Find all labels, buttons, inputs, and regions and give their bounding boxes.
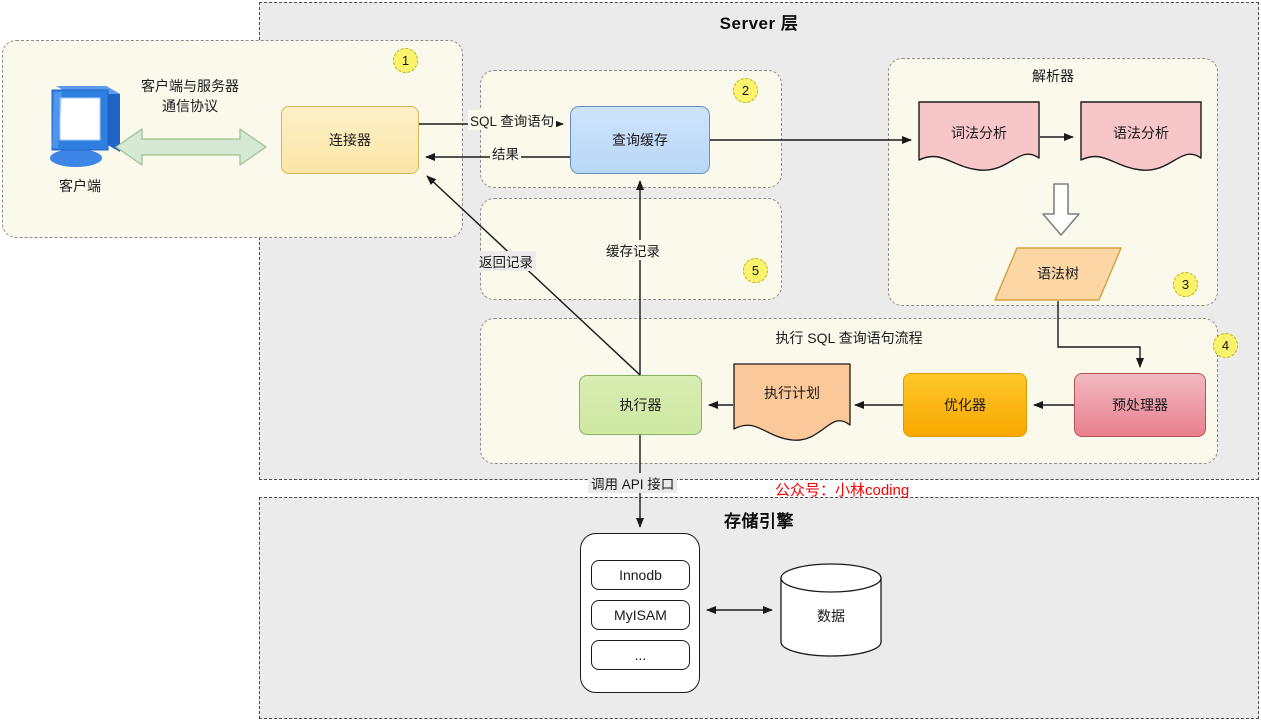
edge-label-cache-record: 缓存记录 [604,240,662,260]
node-lexical-analysis-label: 词法分析 [951,125,1007,141]
node-execution-plan[interactable]: 执行计划 [733,363,851,443]
edge-label-return-record: 返回记录 [476,251,536,271]
badge-5: 5 [743,258,768,283]
badge-2: 2 [733,78,758,103]
protocol-label-line1: 客户端与服务器 [141,78,239,94]
node-data-store-label: 数据 [817,607,845,624]
node-innodb[interactable]: Innodb [591,560,690,590]
hollow-down-arrow-icon [1042,183,1080,236]
node-lexical-analysis[interactable]: 词法分析 [918,101,1040,173]
node-more-engines[interactable]: ... [591,640,690,670]
region-server-title: Server 层 [719,14,799,33]
protocol-label-line2: 通信协议 [162,98,218,114]
node-preprocessor[interactable]: 预处理器 [1074,373,1206,437]
client-label: 客户端 [59,178,101,194]
node-syntax-tree[interactable]: 语法树 [994,247,1122,301]
node-syntax-analysis-label: 语法分析 [1113,125,1169,141]
edge-label-result: 结果 [490,143,521,163]
node-query-cache[interactable]: 查询缓存 [570,106,710,174]
panel-parser-title: 解析器 [1032,68,1074,84]
node-syntax-tree-label: 语法树 [1037,265,1079,282]
node-data-store[interactable]: 数据 [779,562,883,658]
node-myisam[interactable]: MyISAM [591,600,690,630]
watermark: 公众号：小林coding [775,482,910,499]
client-node: 客户端 [28,80,132,194]
node-connector[interactable]: 连接器 [281,106,419,174]
node-syntax-analysis[interactable]: 语法分析 [1080,101,1202,173]
node-optimizer[interactable]: 优化器 [903,373,1027,437]
panel-execute-flow-title: 执行 SQL 查询语句流程 [775,330,923,346]
protocol-double-arrow [115,128,267,166]
edge-label-call-api: 调用 API 接口 [588,473,678,493]
edge-label-sql-query: SQL 查询语句 [468,110,557,130]
region-storage-title: 存储引擎 [724,512,794,531]
node-execution-plan-label: 执行计划 [764,385,820,401]
badge-3: 3 [1173,272,1198,297]
monitor-icon [50,86,120,167]
badge-4: 4 [1213,333,1238,358]
badge-1: 1 [393,48,418,73]
node-executor[interactable]: 执行器 [579,375,702,435]
